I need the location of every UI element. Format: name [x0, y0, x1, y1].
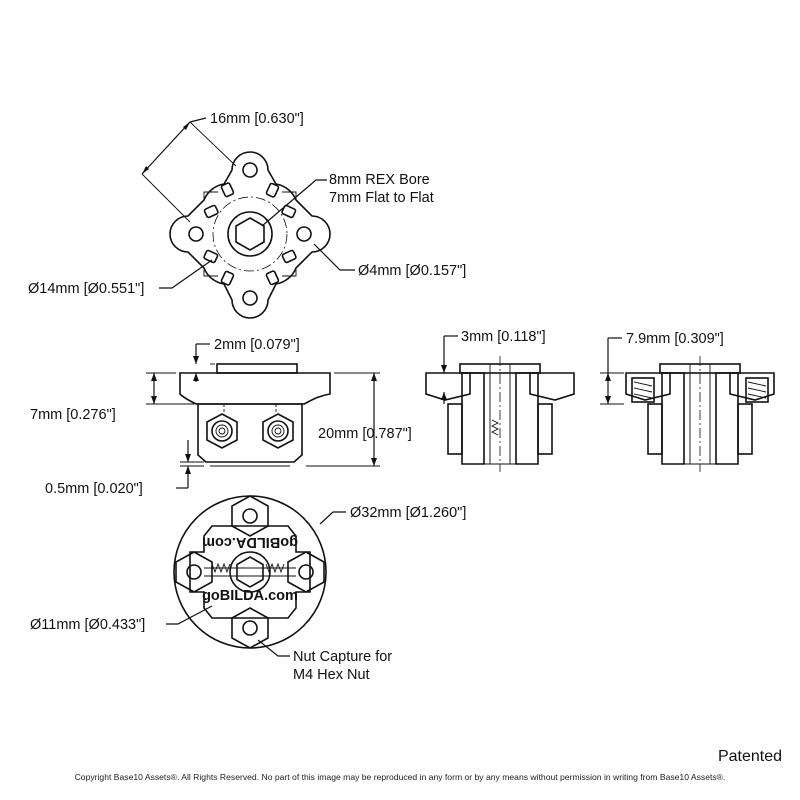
front-view-body: [197, 403, 303, 463]
label-nut-line2: M4 Hex Nut: [293, 667, 370, 683]
bolt-circle: [212, 196, 288, 272]
front-view: [146, 343, 380, 489]
dim-outer-dia: Ø32mm [Ø1.260"]: [350, 505, 466, 521]
dim-total-height: 20mm [0.787"]: [318, 426, 412, 442]
bottom-view: [166, 495, 346, 657]
hex-bore: [235, 217, 265, 251]
mount-hole-top: [242, 162, 258, 178]
dim-hub-dia: Ø11mm [Ø0.433"]: [30, 617, 145, 633]
label-bore-line1: 8mm REX Bore: [329, 172, 430, 188]
nut-pockets: [175, 495, 325, 649]
engraving-top: goBILDA.com: [202, 534, 298, 550]
copyright-notice: Copyright Base10 Assets®. All Rights Res…: [74, 772, 726, 782]
nut-right: [262, 413, 294, 449]
nut-left: [206, 413, 238, 449]
section-view-2: [600, 337, 775, 472]
dim-step-height: 2mm [0.079"]: [214, 337, 300, 353]
clamp-body: [189, 525, 311, 619]
label-bore-line2: 7mm Flat to Flat: [329, 190, 434, 206]
hub-circle-bottom: [229, 551, 271, 593]
weight-pockets: [203, 182, 297, 286]
dim-flange-height: 7mm [0.276"]: [30, 407, 116, 423]
top-step: [216, 363, 298, 374]
outer-circle: [173, 495, 327, 649]
patented-label: Patented: [717, 748, 782, 765]
mount-hole-left: [188, 226, 204, 242]
label-nut-line1: Nut Capture for: [293, 649, 392, 665]
section-view-1: [425, 335, 575, 472]
hex-bore-bottom: [236, 556, 264, 588]
front-view-flange: [179, 372, 331, 405]
top-view: [141, 117, 355, 319]
dim-top-width: 16mm [0.630"]: [210, 111, 304, 127]
dim-bolt-circle: Ø14mm [Ø0.551"]: [28, 281, 144, 297]
mount-hole-bottom: [242, 290, 258, 306]
hub-circle: [227, 211, 273, 257]
dim-section2-depth: 7.9mm [0.309"]: [626, 331, 724, 347]
top-view-outline: [169, 151, 331, 319]
dim-section1-depth: 3mm [0.118"]: [461, 329, 546, 345]
engraving-bottom: goBILDA.com: [202, 588, 298, 604]
mount-hole-right: [296, 226, 312, 242]
dim-hole-dia: Ø4mm [Ø0.157"]: [358, 263, 466, 279]
dim-base-gap: 0.5mm [0.020"]: [45, 481, 143, 497]
